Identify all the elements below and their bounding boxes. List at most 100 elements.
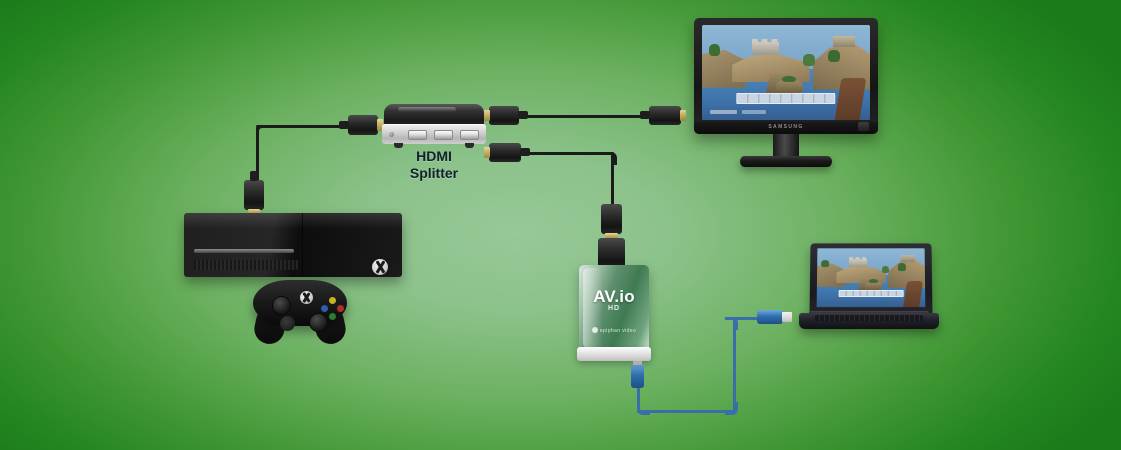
hotbar-slot (814, 94, 825, 103)
hdmi-gold-tip (377, 119, 383, 131)
usb-cable-corner-right (725, 402, 738, 415)
hotbar-slot (825, 94, 835, 103)
hotbar-slot (792, 94, 803, 103)
hdmi-body (244, 180, 264, 210)
scene-tree-1 (821, 259, 830, 268)
hdmi-connector-splitter-output-monitor (484, 106, 528, 125)
hdmi-neck (640, 111, 650, 119)
controller-dpad (280, 316, 295, 331)
usb-cable-horizontal-laptop (733, 317, 761, 320)
console-panel-divider (302, 213, 303, 277)
hdmi-body (489, 143, 521, 162)
laptop-lid (809, 243, 933, 316)
hotbar-slot (759, 94, 771, 103)
hdmi-gold-tip (248, 209, 260, 215)
hdmi-body (598, 238, 625, 269)
splitter-foot-left (394, 143, 403, 148)
hotbar-slot (839, 290, 847, 297)
laptop-keyboard[interactable] (815, 315, 923, 321)
hdmi-connector-monitor-input (640, 106, 686, 125)
scene-tree-3 (897, 263, 906, 272)
hdmi-gold-tip (484, 147, 490, 158)
splitter-label: HDMI Splitter (370, 148, 498, 182)
game-scene-laptop (816, 248, 926, 308)
xbox-controller (245, 272, 355, 347)
game-hotbar (736, 93, 836, 104)
console-disc-slot (194, 249, 294, 253)
hotbar-slot (867, 290, 876, 297)
splitter-foot-right (465, 143, 474, 148)
hotbar-slot (896, 291, 902, 296)
avio-logo: AV.io (593, 287, 635, 306)
controller-left-stick (272, 296, 291, 315)
epiphan-logo-icon (591, 327, 598, 333)
hdmi-body (601, 204, 622, 234)
capture-device-base (577, 347, 651, 361)
splitter-port-2 (434, 130, 453, 140)
controller-right-stick (309, 313, 328, 332)
scene-castle (752, 39, 780, 56)
scene-tree-2 (802, 53, 815, 66)
console-body (184, 213, 402, 277)
laptop-screen (816, 248, 926, 308)
hotbar-slot (748, 94, 760, 103)
monitor-stand-base (740, 156, 832, 167)
game-scene-monitor (702, 25, 870, 120)
cable-corner-console (256, 125, 269, 138)
splitter-label-line1: HDMI (416, 148, 452, 164)
hdmi-body (348, 115, 378, 135)
xbox-logo-icon (372, 259, 388, 275)
controller-body (253, 280, 347, 332)
monitor-power-button[interactable] (858, 122, 869, 131)
scene-island (775, 75, 803, 94)
hotbar-slot (781, 94, 792, 103)
monitor-screen (702, 25, 870, 120)
splitter-port-1 (408, 130, 427, 140)
hotbar-slot (889, 290, 897, 297)
laptop-device (799, 243, 939, 337)
usb-metal-tip (633, 358, 642, 365)
hotbar-slot (737, 94, 749, 103)
avio-model-label: HD (607, 305, 621, 312)
scene-tree-3 (828, 49, 840, 63)
hotbar-slot (770, 94, 782, 103)
cable-corner-capture (604, 152, 617, 165)
hdmi-body (649, 106, 681, 125)
controller-button-b (337, 305, 344, 312)
monitor-shell: SAMSUNG (694, 18, 878, 134)
monitor-chin (694, 122, 878, 134)
usb-body (631, 364, 644, 388)
hotbar-slot (853, 290, 861, 297)
hdmi-neck (339, 121, 349, 129)
xbox-console (184, 213, 402, 287)
epiphan-brand-label: epiphan video (579, 327, 649, 334)
cable-console-to-splitter-horizontal (256, 125, 352, 128)
hotbar-slot (875, 290, 883, 297)
capture-device-body: AV.io HD epiphan video (579, 265, 649, 351)
hdmi-connector-upper-capture (601, 204, 622, 239)
usb-cable-corner-top (725, 317, 738, 330)
splitter-power-led-icon (389, 132, 394, 137)
epiphan-brand-text: epiphan video (599, 328, 637, 334)
usb-cable-vertical-laptop (733, 318, 736, 412)
usb-cable-vertical-capture (637, 386, 640, 412)
hdmi-gold-tip (484, 110, 490, 121)
hdmi-gold-tip (605, 233, 618, 239)
hotbar-slot (846, 290, 854, 297)
hotbar-slot (860, 290, 868, 297)
scene-player-hand (902, 281, 923, 308)
game-hud-right (742, 109, 766, 115)
hdmi-neck (518, 111, 528, 119)
usb-connector-laptop (757, 310, 792, 324)
cable-splitter-to-monitor (519, 115, 649, 118)
hotbar-slot (882, 290, 890, 297)
game-hud-left (710, 109, 738, 115)
splitter-front-panel (382, 124, 486, 144)
game-hotbar (838, 289, 904, 298)
scene-castle-far (901, 255, 916, 262)
hdmi-neck (520, 148, 530, 156)
hdmi-gold-tip (680, 110, 686, 121)
hdmi-connector-console-output (244, 171, 264, 215)
usb-connector-capture (631, 358, 644, 388)
